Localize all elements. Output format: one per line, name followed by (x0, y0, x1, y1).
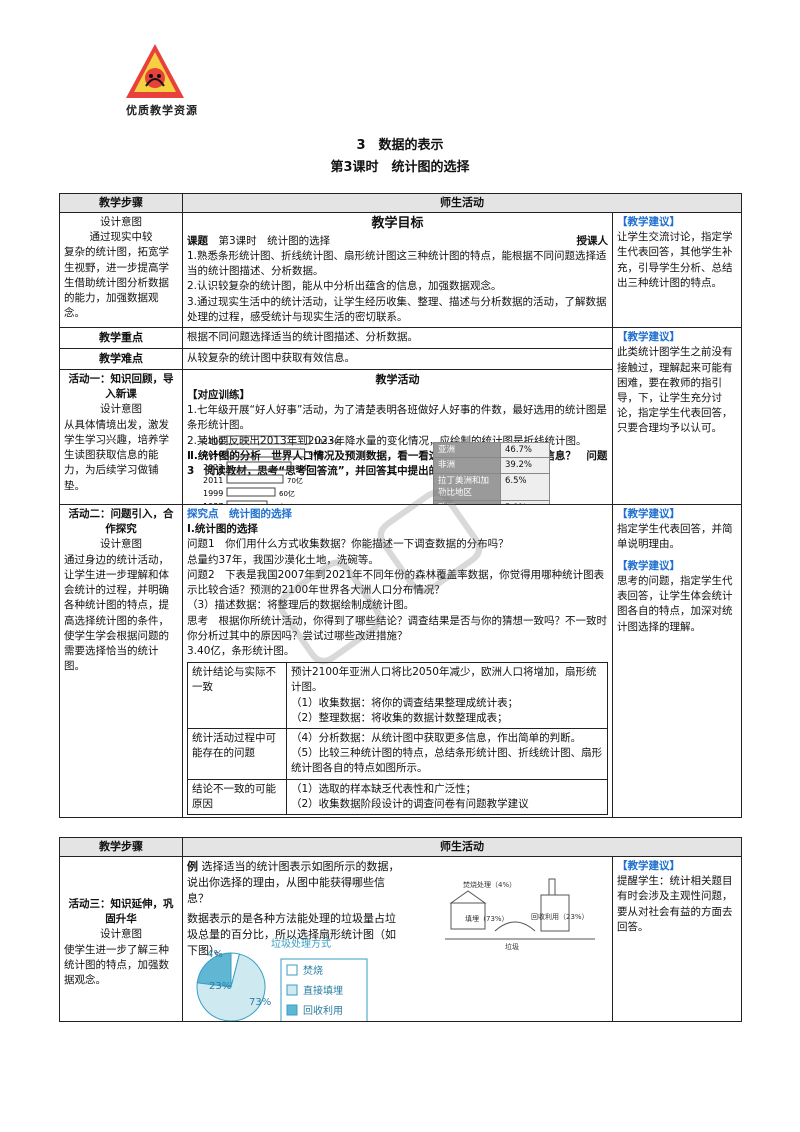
activity1-content: 教学活动 【对应训练】 1.七年级开展“好人好事”活动，为了清楚表明各班做好人好… (182, 368, 613, 505)
bar-value-label: 80亿 (295, 463, 311, 472)
legend-swatch (286, 964, 298, 976)
suggestion-cell-4: 【教学建议】 提醒学生：统计相关题目有时会涉及主观性问题，要从对社会有益的方面去… (612, 855, 742, 1022)
pie-title: 垃圾处理方式 (271, 937, 331, 950)
design-intent-cell: 设计意图 通过现实中较 复杂的统计图，拓宽学生视野，进一步提高学生借助统计图分析… (59, 211, 183, 329)
bar-value-label: 103.5亿 (314, 437, 341, 446)
pie-value-label: 23% (209, 981, 231, 992)
population-bar (226, 474, 284, 484)
example-label: 例 (187, 859, 198, 873)
percent-cell: 6.5% (500, 472, 550, 502)
bar-year-label: 2022 (203, 463, 223, 472)
goals-cell: 教学目标 课题 第3课时 统计图的选择 授课人 1.熟悉条形统计图、折线统计图、… (182, 211, 613, 329)
percent-cell: 39.2% (500, 457, 550, 474)
key-label: 教学重点 (59, 327, 183, 350)
activity1-cell: 活动一：知识回顾，导入新课 设计意图 从具体情境出发，激发学生学习兴趣，培养学生… (59, 368, 183, 505)
bottom-header-activity: 师生活动 (182, 837, 742, 857)
continent-cell: 拉丁美洲和加勒比地区 (433, 472, 501, 502)
bottom-table: 教学步骤 师生活动 活动三：知识延伸，巩固升华 设计意图 使学生进一步了解三种统… (59, 837, 742, 1022)
legend-box (280, 958, 368, 1021)
pic-label-burn: 焚烧处理（4%） (463, 880, 516, 889)
goal-2: 2.认识较复杂的统计图，能从中分析出蕴含的信息，加强数据观念。 (187, 280, 502, 293)
population-percent-table: 亚洲46.7%非洲39.2%拉丁美洲和加勒比地区6.5%欧洲5.9%北美洲3.6… (433, 441, 550, 504)
bar-value-label: 97亿 (309, 450, 325, 459)
bar-value-label: 70亿 (287, 476, 303, 485)
bar-value-label: 60亿 (279, 489, 295, 498)
continent-cell: 非洲 (433, 457, 501, 474)
bar-year-label: 1987 (203, 502, 223, 505)
population-bar (226, 435, 311, 445)
goals-title: 教学目标 (371, 215, 424, 231)
suggestion-cell-1: 【教学建议】 让学生交流讨论，指定学生代表回答，其他学生补充，引导学生分析、总结… (612, 211, 742, 329)
percent-row: 欧洲5.9% (433, 500, 550, 504)
key-text: 根据不同问题选择适当的统计图描述、分析数据。 (182, 327, 613, 350)
logo-emblem-icon (126, 44, 184, 98)
bar-year-label: 2100 (203, 437, 223, 446)
activity2-cell: 活动二：问题引入，合作探究 设计意图 通过身边的统计活动，让学生进一步理解和体会… (59, 503, 183, 819)
legend-label: 回收利用 (303, 1004, 343, 1017)
population-bar (226, 448, 306, 458)
pic-label-ground: 垃圾 (505, 942, 519, 951)
top-table: 教学步骤 师生活动 设计意图 通过现实中较 复杂的统计图，拓宽学生视野，进一步提… (59, 193, 742, 819)
header-step: 教学步骤 (59, 193, 183, 213)
suggestion-cell-3: 【教学建议】 指定学生代表回答，并简单说明理由。 【教学建议】 思考的问题，指定… (612, 503, 742, 819)
example-answer: 数据表示的是各种方法能处理的垃圾量占垃圾总量的百分比，所以选择扇形统计图（如下图… (187, 911, 396, 957)
legend-label: 直接填埋 (303, 984, 343, 997)
population-bar (226, 500, 268, 504)
pie-slice (196, 952, 232, 988)
population-bar (226, 461, 292, 471)
bottom-header-step: 教学步骤 (59, 837, 183, 857)
pie-value-label: 4% (207, 949, 223, 960)
goal-1: 1.熟悉条形统计图、折线统计图、扇形统计图这三种统计图的特点，能根据不同问题选择… (187, 250, 607, 278)
course-label: 课题 (187, 234, 208, 247)
pic-label-landfill: 填埋（73%） (465, 914, 509, 923)
pie-value-label: 73% (249, 997, 271, 1008)
activity-header: 教学活动 (375, 372, 420, 386)
example-question: 选择适当的统计图表示如图所示的数据，说出你选择的理由，从图中能获得哪些信息？ (187, 859, 400, 905)
garbage-scene-illustration: 焚烧处理（4%） 填埋（73%） 回收利用（23%） 垃圾 (445, 878, 595, 951)
suggestion-cell-2: 【教学建议】 此类统计图学生之前没有接触过，理解起来可能有困难，要在教师的指引导… (612, 327, 742, 505)
bar-year-label: 1999 (203, 489, 223, 498)
population-bar-chart: 2100 103.5亿 2050 97亿 2022 80亿 2011 70亿 1999 60亿 19… (203, 435, 341, 505)
activity3-cell: 活动三：知识延伸，巩固升华 设计意图 使学生进一步了解三种统计图的特点，加强数据… (59, 855, 183, 1022)
lesson-title: 第3课时 统计图的选择 (330, 160, 470, 175)
bar-year-label: 2011 (203, 476, 223, 485)
population-bar (226, 487, 276, 497)
percent-cell: 5.9% (500, 500, 550, 504)
pic-label-recycle: 回收利用（23%） (531, 912, 589, 921)
teacher-label: 授课人 (576, 234, 609, 247)
header-activity: 师生活动 (182, 193, 742, 213)
difficult-label: 教学难点 (59, 348, 183, 370)
legend-swatch (286, 1004, 298, 1016)
difficult-text: 从较复杂的统计图中获取有效信息。 (182, 348, 613, 370)
logo-text: 优质教学资源 (126, 104, 198, 117)
stats-process-table: 统计结论与实际不一致 预计2100年亚洲人口将比2050年减少，欧洲人口将增加，… (187, 662, 608, 816)
legend-label: 焚烧 (303, 964, 323, 977)
section-title: 3 数据的表示 (356, 138, 444, 153)
goal-3: 3.通过现实生活中的统计活动，让学生经历收集、整理、描述与分析数据的活动，了解数… (187, 295, 607, 323)
legend-swatch (286, 984, 298, 996)
activity2-content: 探究点 统计图的选择 Ⅰ.统计图的选择 问题1 你们用什么方式收集数据？你能描述… (182, 503, 613, 819)
percent-cell: 46.7% (500, 441, 550, 459)
course-value: 第3课时 统计图的选择 (218, 234, 331, 247)
bar-value-label: 50亿 (271, 502, 287, 505)
example-cell: 例 选择适当的统计图表示如图所示的数据，说出你选择的理由，从图中能获得哪些信息？… (182, 855, 613, 1022)
bar-year-label: 2050 (203, 450, 223, 459)
